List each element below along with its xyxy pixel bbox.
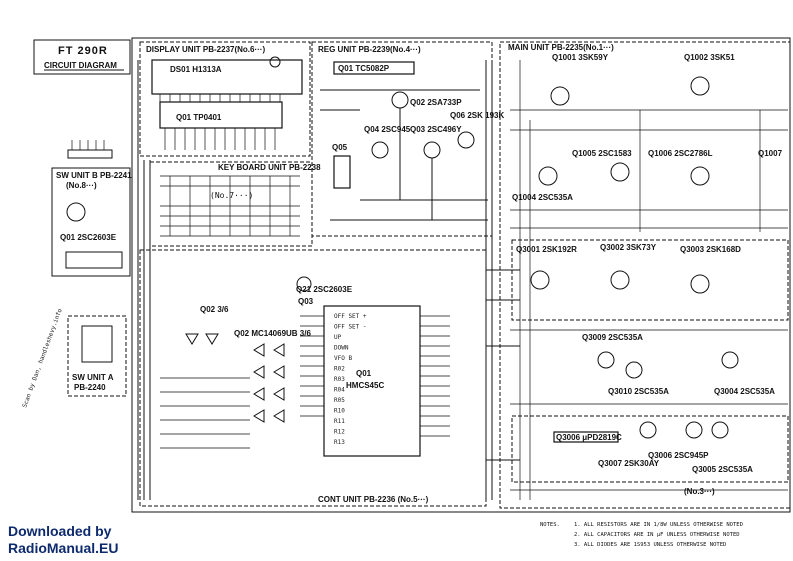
q1005-label: Q1005 2SC1583 xyxy=(572,149,632,158)
q3002-label: Q3002 3SK73Y xyxy=(600,243,657,252)
cont-pin-label: OFF SET + xyxy=(334,313,367,320)
sw-unit-a: SW UNIT A PB-2240 xyxy=(67,315,127,397)
reg-q05-label: Q05 xyxy=(332,143,348,152)
q3009-label: Q3009 2SC535A xyxy=(582,333,643,342)
cont-pin-label: R03 xyxy=(334,376,345,383)
disp-q01-label: Q01 TP0401 xyxy=(176,113,222,122)
q1006-label: Q1006 2SC2786L xyxy=(648,149,713,158)
note-1: 1. ALL RESISTORS ARE IN 1/8W UNLESS OTHE… xyxy=(574,522,743,528)
reg-q02-label: Q02 2SA733P xyxy=(410,98,462,107)
diagram-subtitle: CIRCUIT DIAGRAM xyxy=(44,61,117,70)
main-unit-number-3: (No.3···) xyxy=(684,487,715,496)
q3005-label: Q3005 2SC535A xyxy=(692,465,753,474)
footer-radiomanual: RadioManual.EU xyxy=(8,540,119,556)
cont-pin-label: R04 xyxy=(334,387,345,394)
note-3: 3. ALL DIODES ARE 1S953 UNLESS OTHERWISE… xyxy=(574,542,727,548)
cont-q02-label: Q02 MC14069UB 3/6 xyxy=(234,329,311,338)
q1007-label: Q1007 xyxy=(758,149,783,158)
note-2: 2. ALL CAPACITORS ARE IN μF UNLESS OTHER… xyxy=(574,532,740,538)
cont-pin-label: UP xyxy=(334,334,342,341)
footer-downloaded-by: Downloaded by xyxy=(8,523,112,539)
main-unit: MAIN UNIT PB-2235(No.1···) Q1001 3SK59Y … xyxy=(499,41,791,509)
cont-pin-label: OFF SET - xyxy=(334,324,367,331)
keyboard-unit: KEY BOARD UNIT PB-2238 (No.7···) xyxy=(149,161,321,247)
reg-q01-label: Q01 TC5082P xyxy=(338,64,390,73)
sw-unit-b-number: (No.8···) xyxy=(66,181,97,190)
ds01-label: DS01 H1313A xyxy=(170,65,222,74)
diagram-model: FT 290R xyxy=(58,45,108,57)
q3006-label: Q3006 μPD2819C xyxy=(556,433,622,442)
reg-q03-label: Q03 2SC496Y xyxy=(410,125,462,134)
reg-q04-label: Q04 2SC945 xyxy=(364,125,411,134)
q3004-label: Q3004 2SC535A xyxy=(714,387,775,396)
sw-unit-a-label-2: PB-2240 xyxy=(74,383,106,392)
q3003-label: Q3003 2SK168D xyxy=(680,245,741,254)
cont-q03-label: Q03 xyxy=(298,297,314,306)
title-block: FT 290R CIRCUIT DIAGRAM xyxy=(33,39,131,75)
cont-unit-label: CONT UNIT PB-2236 (No.5···) xyxy=(318,495,429,504)
cont-q21-label: Q21 2SC2603E xyxy=(296,285,353,294)
reg-unit: REG UNIT PB-2239(No.4···) Q01 TC5082P Q0… xyxy=(311,41,504,237)
display-unit: DISPLAY UNIT PB-2237(No.6···) DS01 H1313… xyxy=(139,41,311,157)
q3006b-label: Q3006 2SC945P xyxy=(648,451,709,460)
cont-pin-label: VFO B xyxy=(334,355,352,362)
cont-pin-label: R13 xyxy=(334,439,345,446)
reg-unit-label: REG UNIT PB-2239(No.4···) xyxy=(318,45,421,54)
cont-pin-label: DOWN xyxy=(334,345,349,352)
q3010-label: Q3010 2SC535A xyxy=(608,387,669,396)
q1004-label: Q1004 2SC535A xyxy=(512,193,573,202)
cont-q01-label-b: HMCS45C xyxy=(346,381,384,390)
display-unit-label: DISPLAY UNIT PB-2237(No.6···) xyxy=(146,45,265,54)
cont-pin-label: R11 xyxy=(334,418,345,425)
cont-pin-label: R12 xyxy=(334,429,345,436)
cont-pin-label: R10 xyxy=(334,408,345,415)
notes-heading: NOTES. xyxy=(540,522,560,528)
q1001-label: Q1001 3SK59Y xyxy=(552,53,609,62)
sw-unit-b-label: SW UNIT B PB-2241 xyxy=(56,171,132,180)
q3001-label: Q3001 2SK192R xyxy=(516,245,577,254)
main-unit-label: MAIN UNIT PB-2235(No.1···) xyxy=(508,43,614,52)
cont-unit: CONT UNIT PB-2236 (No.5···) Q21 2SC2603E… xyxy=(139,249,487,507)
sw-unit-b: SW UNIT B PB-2241 (No.8···) Q01 2SC2603E xyxy=(51,167,132,277)
p05-connector xyxy=(67,140,113,159)
cont-pin-label: R02 xyxy=(334,366,345,373)
keyboard-unit-label: KEY BOARD UNIT PB-2238 xyxy=(218,163,321,172)
sw-unit-a-label-1: SW UNIT A xyxy=(72,373,114,382)
keyboard-unit-number: (No.7···) xyxy=(210,191,253,200)
scan-handwriting: Scan by Dan, handleshevy.info xyxy=(21,307,64,408)
swb-q01-label: Q01 2SC2603E xyxy=(60,233,117,242)
q1002-label: Q1002 3SK51 xyxy=(684,53,735,62)
q3007-label: Q3007 2SK30AY xyxy=(598,459,660,468)
cont-q02b-label: Q02 3/6 xyxy=(200,305,229,314)
cont-q01-label-a: Q01 xyxy=(356,369,372,378)
cont-pin-label: R05 xyxy=(334,397,345,404)
reg-q06-label: Q06 2SK 193K xyxy=(450,111,504,120)
